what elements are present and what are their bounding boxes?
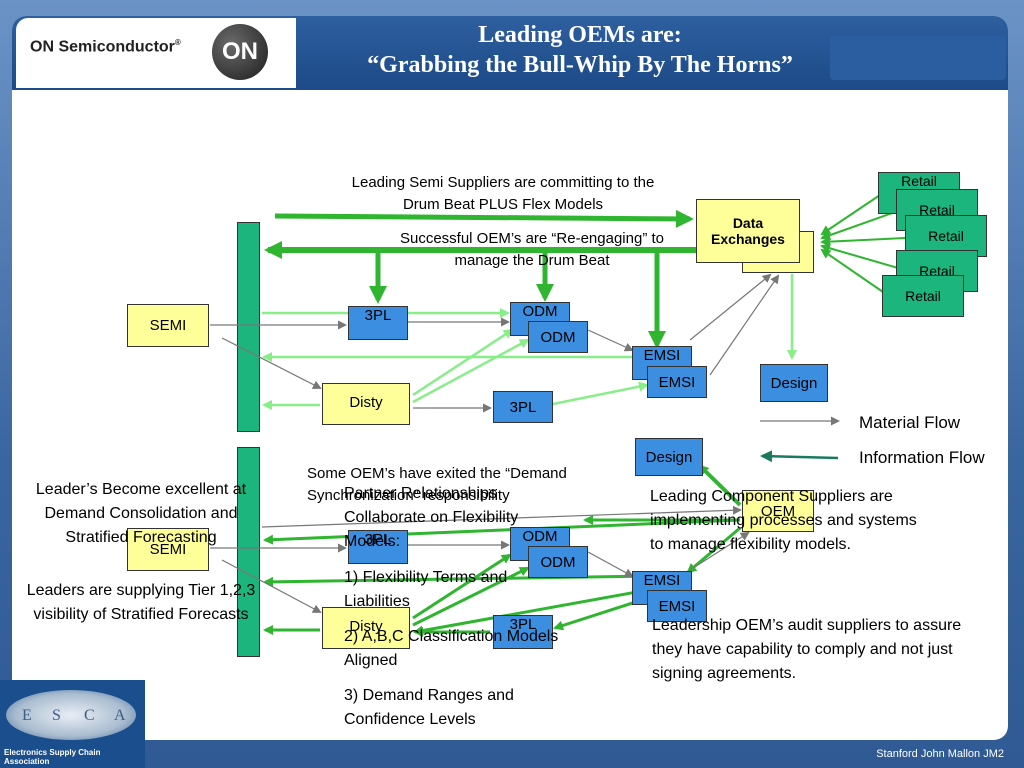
esca-letter-e: E <box>22 707 32 724</box>
emsi-front-box-bottom: EMSI <box>647 590 707 622</box>
title-line-2: “Grabbing the Bull-Whip By The Horns” <box>367 52 793 78</box>
partner-item-3: 3) Demand Ranges and Confidence Levels <box>344 687 514 728</box>
esca-logo-ellipse <box>6 690 136 740</box>
partner-item-1: 1) Flexibility Terms and Liabilities <box>344 569 508 610</box>
note-leaders-visibility: Leaders are supplying Tier 1,2,3 visibil… <box>26 582 256 623</box>
disty-box-bottom: Disty <box>322 607 410 649</box>
footer-credit: Stanford John Mallon JM2 <box>876 748 1004 760</box>
top-vertical-bar <box>237 222 260 432</box>
bottom-vertical-bar <box>237 447 260 657</box>
semi-box-top: SEMI <box>127 304 209 347</box>
design-box-bottom: Design <box>635 438 703 476</box>
note-exited-oems: Some OEM’s have exited the “Demand Synch… <box>307 465 567 504</box>
legend-material-flow: Material Flow <box>859 413 961 432</box>
emsi-front-box-top: EMSI <box>647 366 707 398</box>
disty-box-top: Disty <box>322 383 410 425</box>
header-accent-box <box>830 36 1006 80</box>
partner-item-2: 2) A,B,C Classification Models Aligned <box>344 628 559 669</box>
brand-logo: ON Semiconductor® <box>30 38 181 56</box>
note-audit-suppliers: Leadership OEM’s audit suppliers to assu… <box>652 617 962 682</box>
on-logo-icon: ON <box>212 24 268 80</box>
tpl-box-bottom: 3PL <box>348 530 408 564</box>
esca-letter-c: C <box>84 707 95 724</box>
legend-arrows <box>760 416 840 463</box>
bottom-thick-arrows <box>263 464 742 637</box>
top-material-arrows <box>210 273 780 413</box>
tpl-box-top: 3PL <box>348 306 408 340</box>
note-component-suppliers: Leading Component Suppliers are implemen… <box>650 488 917 553</box>
title-line-1: Leading OEMs are: <box>478 22 682 48</box>
semi-box-bottom: SEMI <box>127 528 209 571</box>
note-leaders-excellent: Leader’s Become excellent at Demand Cons… <box>35 481 247 546</box>
esca-letter-a: A <box>114 707 126 724</box>
oem-box-bottom: OEM <box>742 490 814 532</box>
bottom-material-arrows <box>210 505 750 613</box>
tpl-box-bottom-b: 3PL <box>493 615 553 649</box>
tpl-box-top-b: 3PL <box>493 391 553 423</box>
registered-mark: ® <box>174 38 181 47</box>
brand-name: ON Semiconductor <box>30 38 175 56</box>
odm-front-box-top: ODM <box>528 321 588 353</box>
retail-box-5: Retail <box>882 275 964 317</box>
legend-information-flow: Information Flow <box>859 448 985 467</box>
top-thick-arrows <box>264 209 780 349</box>
retail-info-arrows <box>820 194 906 293</box>
page-title: Leading OEMs are: “Grabbing the Bull-Whi… <box>300 20 860 80</box>
esca-caption: Electronics Supply Chain Association <box>4 748 101 766</box>
note-successful-oems: Successful OEM’s are “Re-engaging” to ma… <box>399 230 664 269</box>
data-exchanges-box: Data Exchanges <box>696 199 800 263</box>
odm-front-box-bottom: ODM <box>528 546 588 578</box>
esca-letter-s: S <box>52 707 61 724</box>
partner-relationships-title: Partner Relationships Collaborate on Fle… <box>344 485 519 550</box>
design-box-top: Design <box>760 364 828 402</box>
note-semi-suppliers: Leading Semi Suppliers are committing to… <box>351 174 655 213</box>
